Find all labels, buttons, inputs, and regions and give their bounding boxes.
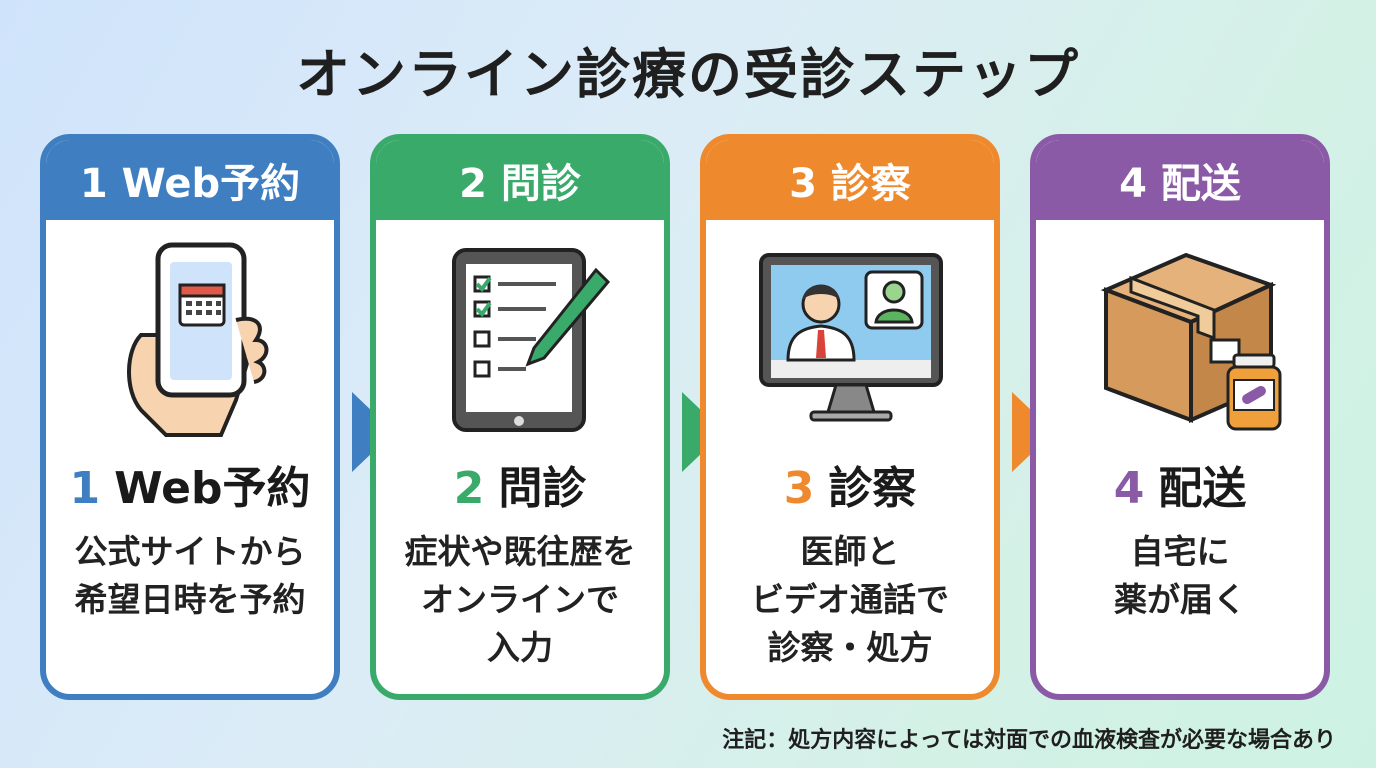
step-header-4: 4 配送 bbox=[1036, 140, 1324, 220]
step-3-line-1: 医師と bbox=[800, 532, 900, 571]
step-name-1: Web予約 bbox=[114, 463, 311, 514]
step-number-3: 3 bbox=[783, 463, 815, 514]
step-number-4: 4 bbox=[1113, 463, 1145, 514]
step-1-line-1: 公式サイトから bbox=[74, 532, 306, 571]
step-header-1: 1 Web予約 bbox=[46, 140, 334, 220]
step-name-3: 診察 bbox=[828, 463, 917, 514]
monitor-doctor-icon bbox=[759, 253, 943, 422]
step-name-4: 配送 bbox=[1158, 463, 1247, 514]
step-3-line-2: ビデオ通話で bbox=[751, 580, 949, 619]
step-number-1: 1 bbox=[69, 463, 101, 514]
step-card-2: 2 問診 2 問診 症状や既往歴を オンラインで 入力 bbox=[370, 134, 670, 700]
step-number-2: 2 bbox=[453, 463, 485, 514]
step-title-2: 2 問診 bbox=[376, 452, 664, 516]
package-medicine-icon bbox=[1100, 252, 1282, 431]
step-title-1: 1 Web予約 bbox=[46, 452, 334, 516]
step-description-4: 自宅に 薬が届く bbox=[1036, 528, 1324, 624]
step-header-2: 2 問診 bbox=[376, 140, 664, 220]
step-title-4: 4 配送 bbox=[1036, 452, 1324, 516]
step-2-line-3: 入力 bbox=[487, 628, 553, 667]
step-4-line-1: 自宅に bbox=[1130, 532, 1230, 571]
step-name-2: 問診 bbox=[498, 463, 587, 514]
step-card-1: 1 Web予約 1 Web予約 公式サイトから 希望日時を予約 bbox=[40, 134, 340, 700]
step-2-line-1: 症状や既往歴を bbox=[404, 532, 636, 571]
step-4-line-2: 薬が届く bbox=[1114, 580, 1246, 619]
step-title-3: 3 診察 bbox=[706, 452, 994, 516]
footnote: 注記：処方内容によっては対面での血液検査が必要な場合あり bbox=[722, 728, 1336, 753]
step-description-2: 症状や既往歴を オンラインで 入力 bbox=[376, 528, 664, 672]
tablet-checklist-icon bbox=[452, 248, 611, 432]
step-description-1: 公式サイトから 希望日時を予約 bbox=[46, 528, 334, 624]
step-description-3: 医師と ビデオ通話で 診察・処方 bbox=[706, 528, 994, 672]
page-title: オンライン診療の受診ステップ bbox=[296, 43, 1080, 106]
step-2-line-2: オンラインで bbox=[421, 580, 619, 619]
step-card-3: 3 診察 3 診察 医師と ビデオ通話で 診察・処方 bbox=[700, 134, 1000, 700]
step-header-3: 3 診察 bbox=[706, 140, 994, 220]
step-card-4: 4 配送 4 配送 自宅に 薬が届く bbox=[1030, 134, 1330, 700]
step-1-line-2: 希望日時を予約 bbox=[74, 580, 306, 619]
step-3-line-3: 診察・処方 bbox=[767, 628, 933, 667]
smartphone-calendar-icon bbox=[127, 242, 269, 437]
